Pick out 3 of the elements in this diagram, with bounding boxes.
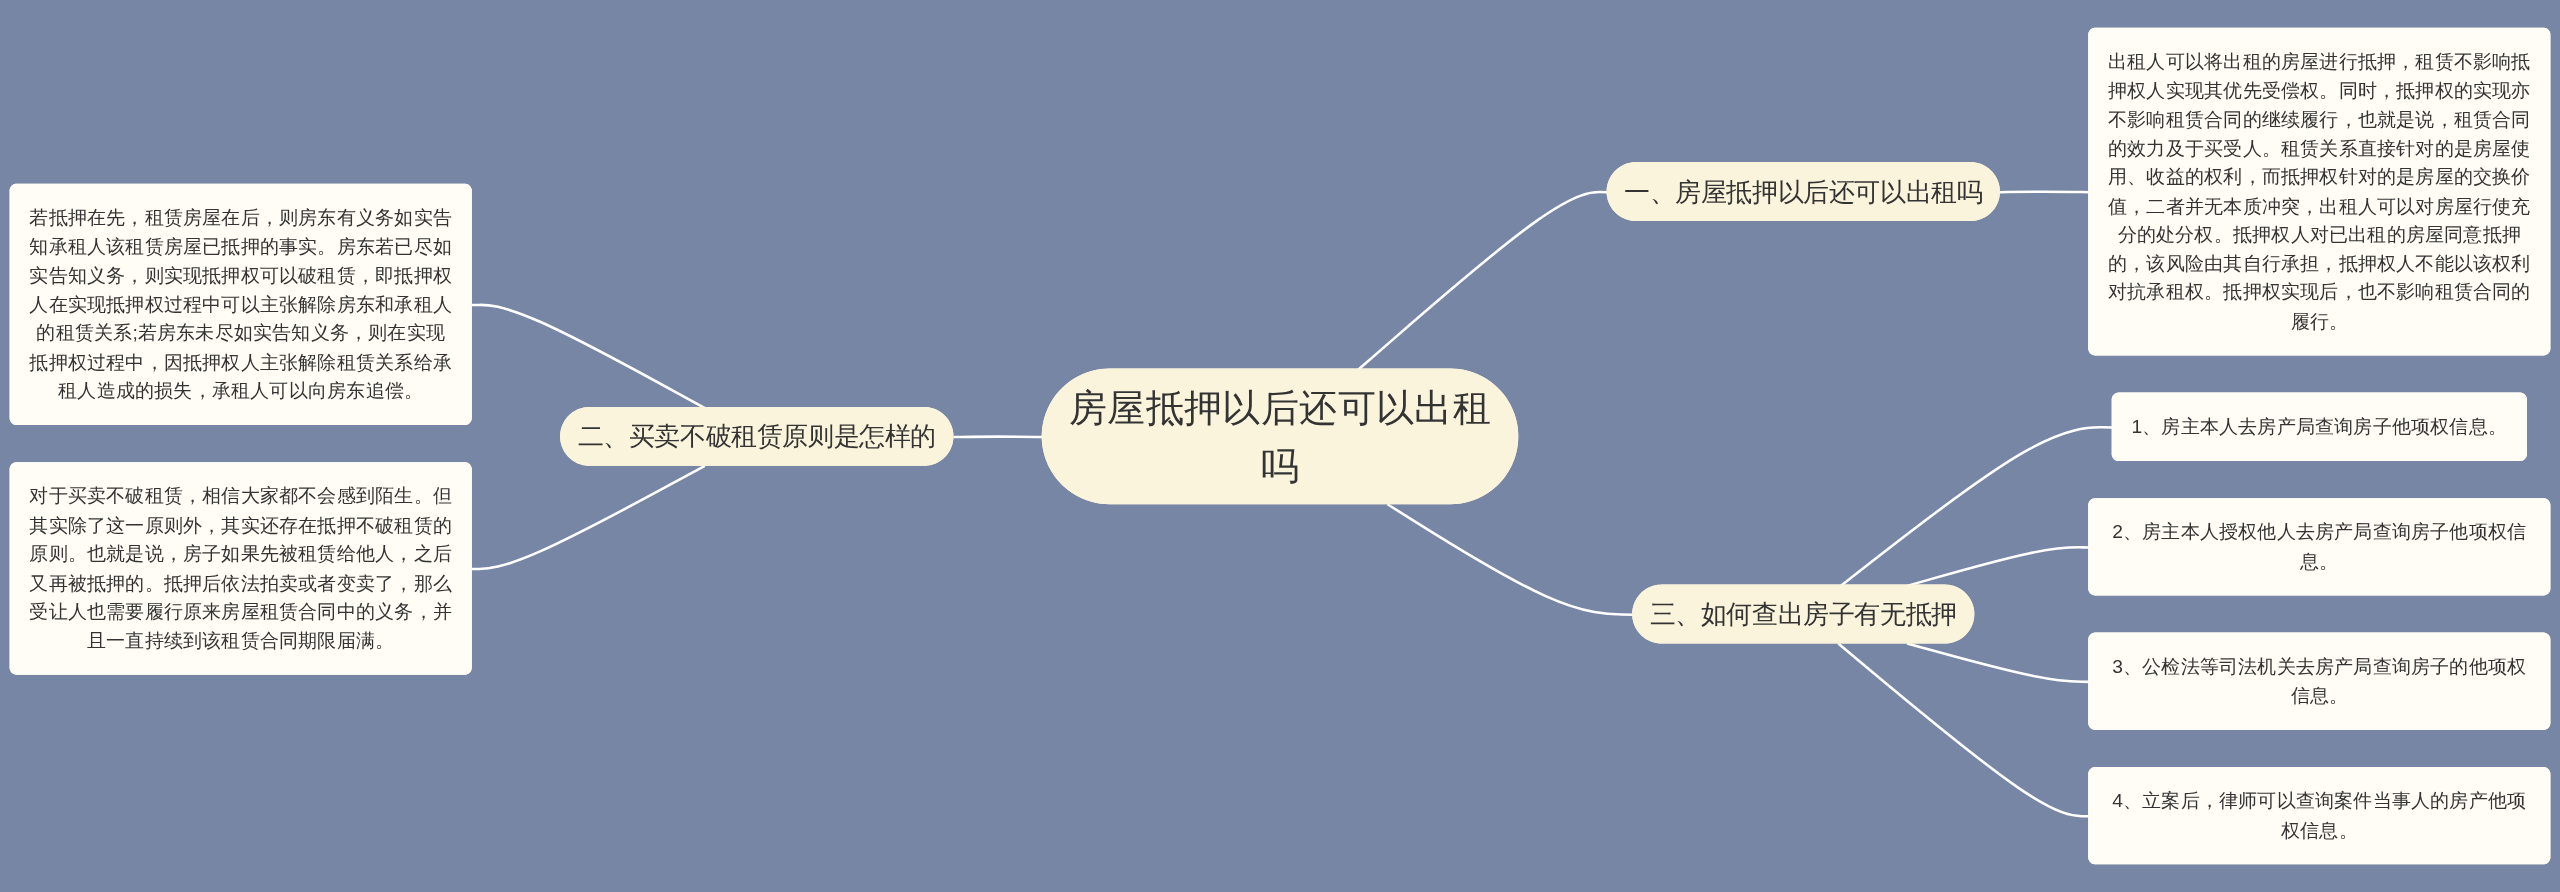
connector	[471, 464, 706, 571]
connector	[1840, 426, 2113, 587]
connector	[1357, 190, 1608, 371]
